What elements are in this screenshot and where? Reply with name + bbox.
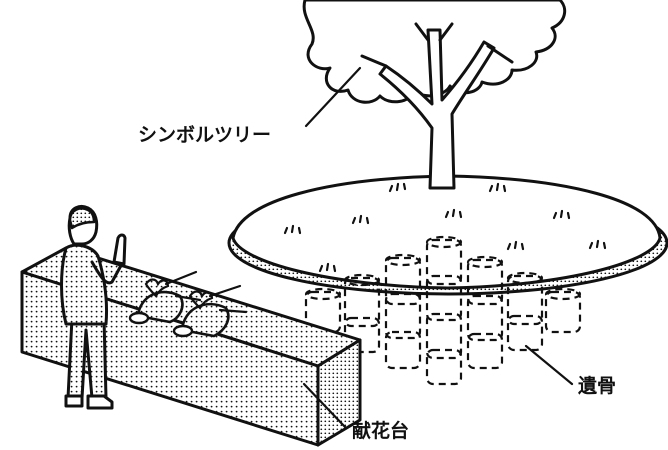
leader-line-remains bbox=[524, 344, 574, 386]
grass-tuft-icon bbox=[388, 182, 407, 193]
burial-mound bbox=[227, 174, 668, 296]
flower-bouquet-icon bbox=[128, 270, 202, 325]
grass-tuft-icon bbox=[283, 224, 302, 235]
tree-icon bbox=[360, 22, 514, 190]
grass-tuft-icon bbox=[552, 209, 571, 220]
grass-tufts bbox=[283, 182, 607, 273]
grass-tuft-icon bbox=[506, 240, 525, 251]
grass-tuft-icon bbox=[488, 182, 507, 193]
urn-icon bbox=[343, 273, 381, 328]
label-symbol-tree: シンボルツリー bbox=[138, 124, 271, 146]
grass-tuft-icon bbox=[318, 262, 337, 273]
urn-icon bbox=[506, 314, 544, 352]
buried-urns bbox=[304, 235, 582, 386]
urn-icon bbox=[506, 271, 544, 326]
grass-tuft-icon bbox=[588, 239, 607, 250]
urn-icon bbox=[425, 348, 463, 386]
label-remains: 遺骨 bbox=[578, 374, 616, 397]
urn-icon bbox=[384, 253, 422, 306]
urn-icon bbox=[384, 292, 422, 340]
leader-lines bbox=[302, 66, 574, 430]
urn-icon bbox=[384, 330, 422, 370]
urn-icon bbox=[425, 235, 463, 286]
urn-icon bbox=[466, 255, 504, 306]
praying-person-icon bbox=[60, 204, 127, 410]
grass-tuft-icon bbox=[444, 208, 463, 219]
grass-tuft-icon bbox=[351, 214, 370, 225]
flower-bouquet-icon bbox=[172, 284, 248, 338]
leader-line-altar bbox=[302, 382, 348, 430]
urn-icon bbox=[343, 316, 381, 354]
urn-icon bbox=[304, 287, 342, 334]
leader-line-tree bbox=[304, 66, 362, 128]
urn-icon bbox=[544, 287, 582, 334]
label-flower-altar: 献花台 bbox=[352, 419, 409, 442]
urn-icon bbox=[466, 332, 504, 370]
urn-icon bbox=[425, 312, 463, 360]
